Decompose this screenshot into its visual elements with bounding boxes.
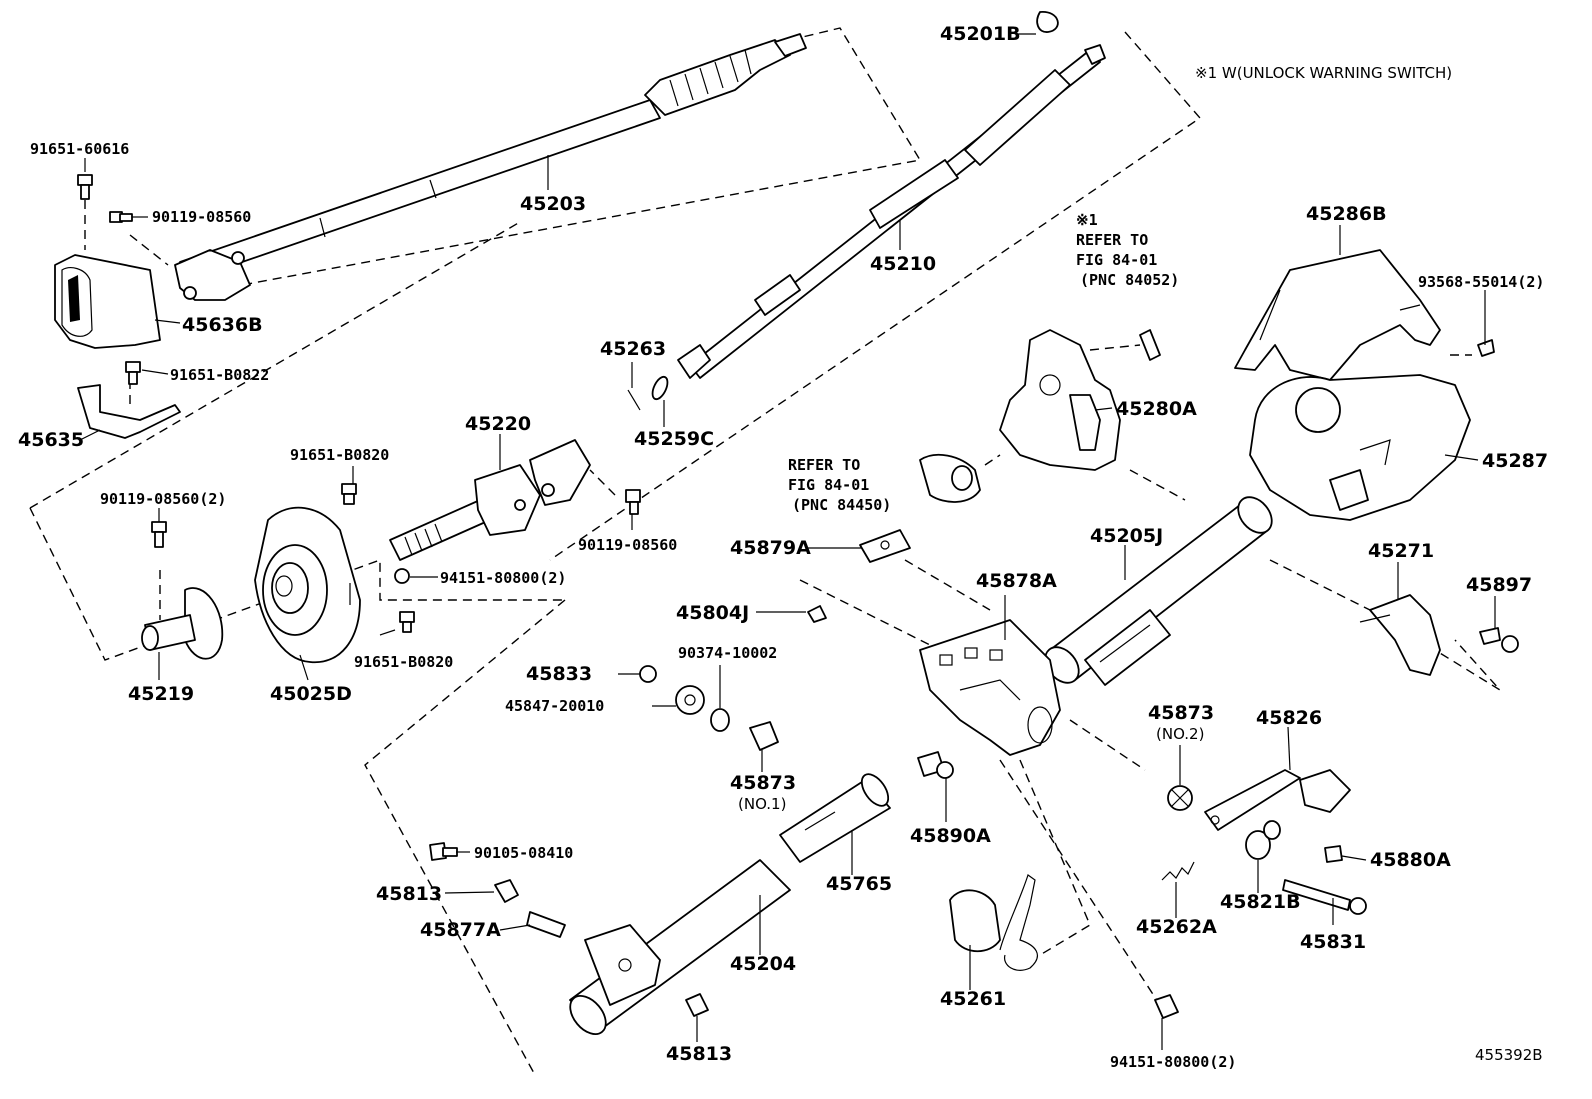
label-45287: 45287 [1482, 450, 1548, 472]
label-91651-B0822: 91651-B0822 [170, 366, 269, 384]
label-91651-60616: 91651-60616 [30, 140, 129, 158]
label-45873-no2-sub: (NO.2) [1156, 725, 1204, 743]
refer-a-line-4: (PNC 84052) [1080, 271, 1179, 289]
label-45262A: 45262A [1136, 916, 1217, 938]
leader-lines [79, 33, 1496, 1050]
label-90119-08560-a: 90119-08560 [152, 208, 251, 226]
universal-joint-45220 [389, 439, 591, 561]
refer-a-line-3: FIG 84-01 [1076, 251, 1157, 269]
nut-94151-bottom [1154, 994, 1179, 1019]
label-45201B: 45201B [940, 23, 1021, 45]
label-45897: 45897 [1466, 574, 1532, 596]
label-45813-a: 45813 [376, 883, 442, 905]
notes: ※1 W(UNLOCK WARNING SWITCH) ※1 REFER TO … [788, 64, 1543, 1064]
label-45873-no2: 45873 [1148, 702, 1214, 724]
label-45813-b: 45813 [666, 1043, 732, 1065]
label-45877A: 45877A [420, 919, 501, 941]
sleeve-45765 [779, 773, 891, 863]
pin-45890A [917, 751, 954, 779]
label-45831: 45831 [1300, 931, 1366, 953]
label-45219: 45219 [128, 683, 194, 705]
switch-and-plate [859, 453, 981, 563]
label-90105-08410: 90105-08410 [474, 844, 573, 862]
label-45261: 45261 [940, 988, 1006, 1010]
label-94151-80800-2-b: 94151-80800(2) [1110, 1053, 1236, 1071]
note-unlock-warning-switch: ※1 W(UNLOCK WARNING SWITCH) [1195, 64, 1452, 82]
spring-45261 [949, 874, 1038, 971]
label-45880A: 45880A [1370, 849, 1451, 871]
bracket-45219 [141, 587, 224, 660]
lower-cover-45287 [1249, 374, 1471, 521]
lever-45826-assembly [1167, 769, 1351, 831]
label-45765: 45765 [826, 873, 892, 895]
bracket-45878A [919, 619, 1061, 756]
hole-cover-45025D [254, 506, 361, 664]
refer-a-line-1: ※1 [1076, 211, 1098, 229]
label-93568-55014-2: 93568-55014(2) [1418, 273, 1544, 291]
label-45833: 45833 [526, 663, 592, 685]
main-shaft-45210 [677, 44, 1106, 379]
label-45271: 45271 [1368, 540, 1434, 562]
label-45203: 45203 [520, 193, 586, 215]
cover-45636B [54, 254, 161, 349]
label-91651-B0820-a: 91651-B0820 [290, 446, 389, 464]
label-45210: 45210 [870, 253, 936, 275]
housing-45280A [999, 329, 1161, 471]
label-94151-80800-2-a: 94151-80800(2) [440, 569, 566, 587]
label-45879A: 45879A [730, 537, 811, 559]
label-45635: 45635 [18, 429, 84, 451]
label-45826: 45826 [1256, 707, 1322, 729]
label-45286B: 45286B [1306, 203, 1387, 225]
label-45636B: 45636B [182, 314, 263, 336]
small-washers [675, 605, 827, 751]
label-45804J: 45804J [676, 602, 749, 624]
intermediate-shaft-45203 [174, 33, 807, 301]
label-45280A: 45280A [1116, 398, 1197, 420]
assembly-outlines [29, 27, 1501, 1076]
label-45263: 45263 [600, 338, 666, 360]
label-45220: 45220 [465, 413, 531, 435]
refer-a-line-2: REFER TO [1076, 231, 1148, 249]
label-45259C: 45259C [634, 428, 714, 450]
bracket-45635 [77, 384, 181, 439]
clips-45813-45877A [494, 879, 709, 1017]
part-labels: 45201B 45203 45210 91651-60616 90119-085… [18, 23, 1548, 1071]
clip-45201B [1036, 11, 1059, 33]
label-45821B: 45821B [1220, 891, 1301, 913]
label-45873-no1-sub: (NO.1) [738, 795, 786, 813]
label-90119-08560-2: 90119-08560(2) [100, 490, 226, 508]
figure-code: 455392B [1475, 1046, 1543, 1064]
fasteners [77, 174, 1519, 863]
upper-cover-45286B [1234, 249, 1441, 381]
rings-45263-45259C [627, 375, 669, 411]
label-45873-no1: 45873 [730, 772, 796, 794]
label-90374-10002: 90374-10002 [678, 644, 777, 662]
refer-b-line-2: FIG 84-01 [788, 476, 869, 494]
spring-45262A [1161, 861, 1195, 881]
label-45890A: 45890A [910, 825, 991, 847]
refer-b-line-3: (PNC 84450) [792, 496, 891, 514]
label-91651-B0820-b: 91651-B0820 [354, 653, 453, 671]
label-45205J: 45205J [1090, 525, 1163, 547]
bracket-45271 [1359, 594, 1441, 676]
label-45025D: 45025D [270, 683, 352, 705]
label-45878A: 45878A [976, 570, 1057, 592]
column-tube-45204 [569, 859, 791, 1036]
label-90119-08560-b: 90119-08560 [578, 536, 677, 554]
refer-b-line-1: REFER TO [788, 456, 860, 474]
label-45847-20010: 45847-20010 [505, 697, 604, 715]
tube-45205J [1044, 496, 1273, 686]
label-45204: 45204 [730, 953, 796, 975]
